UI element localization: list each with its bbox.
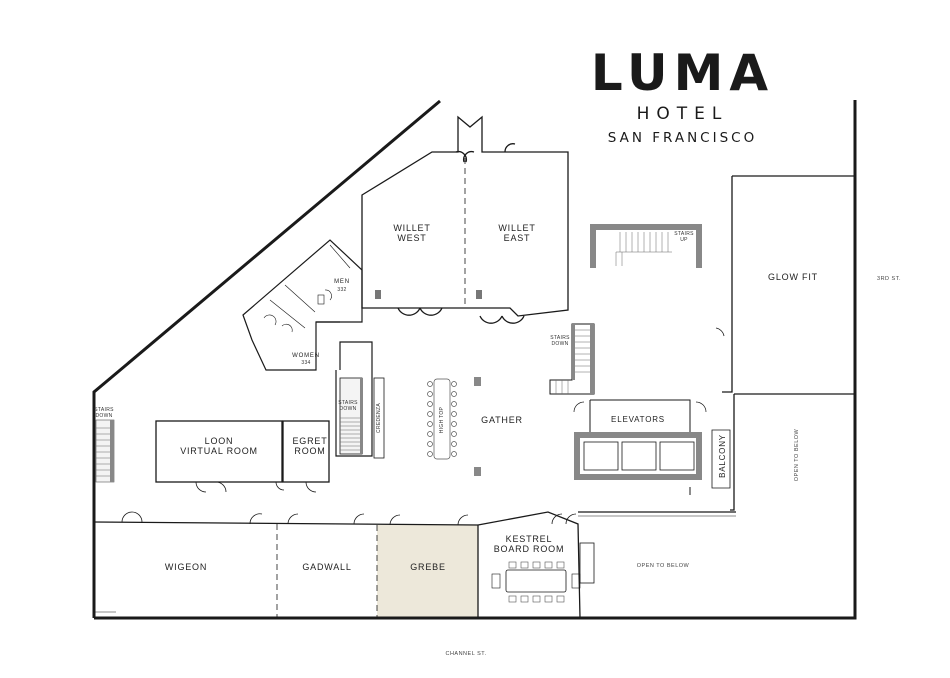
high-top-label: HIGH TOP [439,406,445,434]
bottom-rooms [93,511,479,618]
credenza-label: CREDENZA [376,403,382,433]
room-label-loon[interactable]: LOON VIRTUAL ROOM [180,436,258,456]
stairs-down-left-label: STAIRS DOWN [94,407,114,419]
willet-ballroom [361,115,569,324]
logo-brand: LUMA [590,44,775,102]
grebe-room-fill[interactable] [377,525,478,618]
restrooms [242,239,363,371]
outer-walls [92,99,857,620]
elevators-block [573,399,707,495]
gather-stair-treads [340,417,360,451]
stairs-down-center-label: STAIRS DOWN [338,400,358,412]
loon-egret-rooms [155,420,330,493]
kestrel-chairs [508,561,565,603]
room-label-willet-east[interactable]: WILLET EAST [498,223,536,243]
left-stair [95,419,115,483]
room-number-men: 332 [337,287,347,293]
high-top-table [427,378,457,460]
open-to-below-side: OPEN TO BELOW [794,428,800,482]
logo-city: SAN FRANCISCO [607,130,758,146]
room-label-elevators[interactable]: ELEVATORS [611,415,665,424]
room-label-glow-fit[interactable]: GLOW FIT [768,272,818,282]
room-label-kestrel[interactable]: KESTREL BOARD ROOM [493,534,565,554]
room-label-balcony[interactable]: BALCONY [718,434,727,478]
room-label-egret[interactable]: EGRET ROOM [292,436,328,456]
street-label-channel: CHANNEL ST. [445,651,487,657]
stairs-up-label: STAIRS UP [674,231,694,243]
stairs-up-block [590,224,702,268]
logo-subtitle: HOTEL [636,104,729,124]
open-to-below-bottom: OPEN TO BELOW [636,563,690,569]
hotel-logo: LUMA HOTEL SAN FRANCISCO [590,45,775,147]
room-label-women[interactable]: WOMEN [292,353,320,359]
right-side-walls [578,175,855,517]
room-label-grebe[interactable]: GREBE [410,562,446,572]
room-label-gather[interactable]: GATHER [481,415,523,425]
room-label-willet-west[interactable]: WILLET WEST [393,223,431,243]
kestrel-room [477,511,595,619]
room-label-men[interactable]: MEN [334,279,350,285]
gather-columns [474,377,481,476]
room-label-gadwall[interactable]: GADWALL [302,562,352,572]
stairs-down-right-block [549,323,595,395]
room-label-wigeon[interactable]: WIGEON [164,562,208,572]
gather-walls [335,341,385,459]
street-label-3rd: 3RD ST. [877,276,901,282]
room-number-women: 334 [301,360,311,366]
stairs-down-right-label: STAIRS DOWN [550,335,570,347]
